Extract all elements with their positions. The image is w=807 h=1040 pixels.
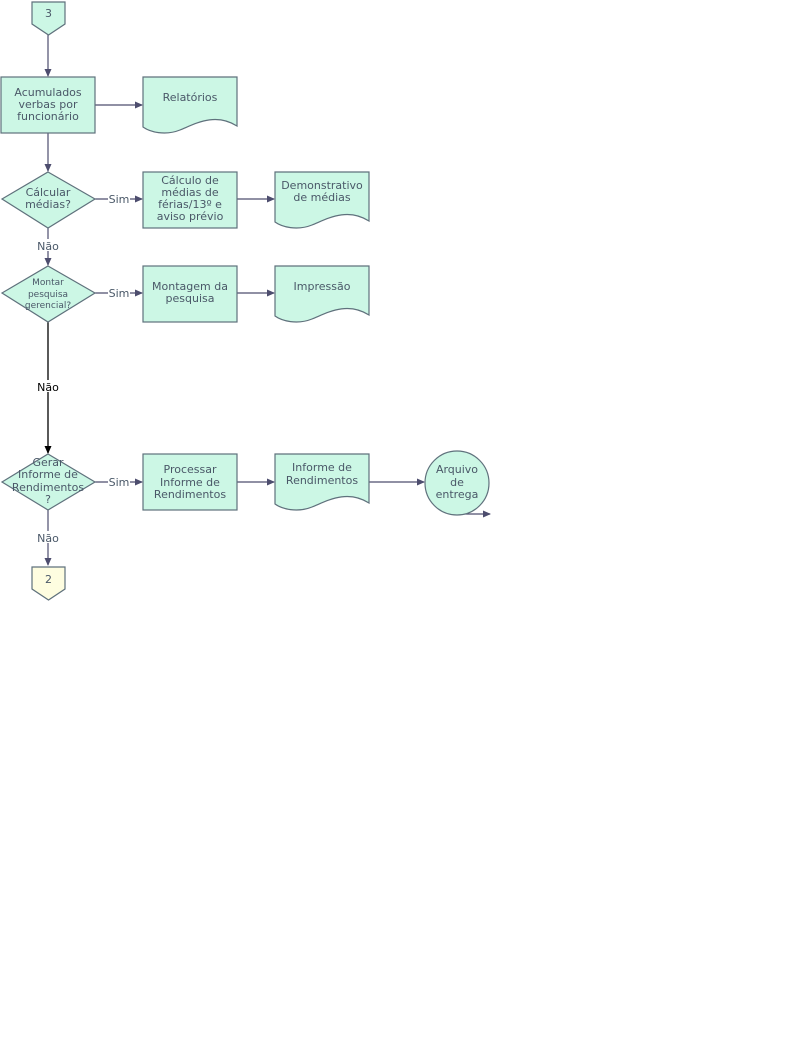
node-text: Montar [32, 278, 64, 288]
process-processar-informe[interactable]: Processar Informe de Rendimentos [142, 453, 238, 511]
node-text: Gerar [32, 456, 64, 469]
node-text: Demonstrativo [281, 179, 363, 192]
edge-label-nao: Não [37, 240, 59, 253]
node-text: gerencial? [25, 301, 71, 311]
edge-label-sim: Sim [109, 193, 130, 206]
document-demonstrativo-medias[interactable]: Demonstrativo de médias [274, 171, 370, 229]
node-text: de médias [293, 191, 351, 204]
offpage-connector-3[interactable]: 3 [31, 1, 66, 36]
offpage-connector-2[interactable]: 2 [31, 566, 66, 601]
process-montagem-pesquisa[interactable]: Montagem da pesquisa [142, 265, 238, 323]
document-relatorios[interactable]: Relatórios [142, 76, 238, 134]
node-text: ? [45, 493, 51, 506]
node-text: verbas por [19, 98, 78, 111]
node-text: Acumulados [14, 86, 82, 99]
node-text: Relatórios [163, 91, 218, 104]
node-text: pesquisa [166, 292, 215, 305]
node-text: médias de [161, 186, 218, 199]
decision-gerar-informe[interactable]: Gerar Informe de Rendimentos ? [0, 453, 97, 511]
node-text: funcionário [17, 110, 79, 123]
node-text: médias? [25, 198, 71, 211]
node-text: Arquivo [436, 463, 478, 476]
document-informe-rendimentos[interactable]: Informe de Rendimentos [274, 453, 370, 511]
document-impressao[interactable]: Impressão [274, 265, 370, 323]
node-text: Cálculo de [161, 174, 219, 187]
decision-montar-pesquisa[interactable]: Montar pesquisa gerencial? [0, 265, 97, 323]
node-text: pesquisa [28, 290, 68, 300]
terminal-arquivo-entrega[interactable]: Arquivo de entrega [424, 450, 490, 516]
decision-calcular-medias[interactable]: Cálcular médias? [0, 171, 97, 229]
process-acumulados[interactable]: Acumulados verbas por funcionário [0, 76, 96, 134]
node-text: aviso prévio [157, 210, 224, 223]
node-text: Rendimentos [286, 474, 358, 487]
node-text: entrega [436, 488, 479, 501]
process-calculo-medias[interactable]: Cálculo de médias de férias/13º e aviso … [142, 171, 238, 229]
node-text: Informe de [18, 468, 78, 481]
connector-label: 2 [45, 573, 52, 586]
connector-label: 3 [45, 7, 52, 20]
node-text: Informe de [292, 461, 352, 474]
edge-label-sim: Sim [109, 476, 130, 489]
node-text: Rendimentos [154, 488, 226, 501]
node-text: de [450, 476, 464, 489]
node-text: Montagem da [152, 280, 228, 293]
node-text: Rendimentos [12, 481, 84, 494]
edge-label-sim: Sim [109, 287, 130, 300]
node-text: Informe de [160, 476, 220, 489]
node-text: férias/13º e [158, 198, 222, 211]
node-text: Cálcular [26, 186, 71, 199]
edge-label-nao: Não [37, 381, 59, 394]
edge-label-nao: Não [37, 532, 59, 545]
node-text: Processar [164, 463, 217, 476]
node-text: Impressão [294, 280, 351, 293]
